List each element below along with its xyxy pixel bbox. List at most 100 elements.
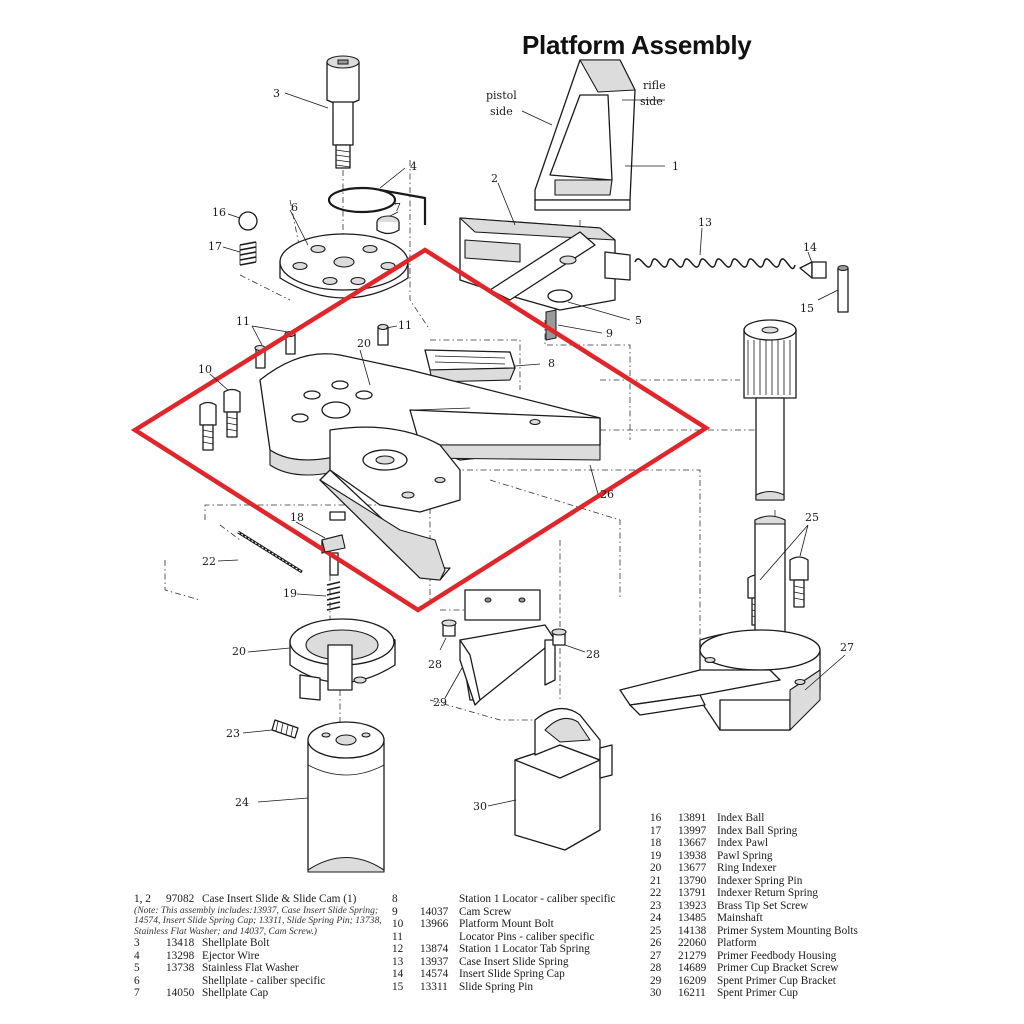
part-description: Locator Pins - caliber specific xyxy=(459,930,595,943)
mainshaft xyxy=(307,721,385,873)
part-item-number: 25 xyxy=(650,924,662,937)
part-item-number: 23 xyxy=(650,899,662,912)
part-description: Platform xyxy=(717,937,757,949)
part-item-number: 4 xyxy=(134,949,140,962)
part-description: Spent Primer Cup xyxy=(717,987,798,999)
case-insert-slide-spring xyxy=(634,258,796,270)
side-labels: pistol side rifle side xyxy=(486,79,666,118)
part-item-number: 19 xyxy=(650,849,662,862)
callout-26: 26 xyxy=(600,488,614,501)
case-insert-slide xyxy=(534,59,636,211)
part-number: 13923 xyxy=(678,899,707,912)
callout-4: 4 xyxy=(410,160,417,173)
callout-16: 16 xyxy=(212,206,226,219)
part-description: Mainshaft xyxy=(717,912,763,924)
callout-11a: 11 xyxy=(236,315,250,328)
part-number: 14574 xyxy=(420,968,449,980)
callout-30: 30 xyxy=(473,800,487,813)
part-number: 14037 xyxy=(420,905,449,918)
parts-list-left: 1, 2 97082 Case Insert Slide & Slide Cam (… xyxy=(134,893,384,1000)
callout-1: 1 xyxy=(672,160,679,173)
callout-22: 22 xyxy=(202,555,216,568)
parts-row: 24 13485 Mainshaft xyxy=(650,912,980,925)
part-number: 13891 xyxy=(678,812,707,824)
callout-9: 9 xyxy=(606,327,613,340)
part-item-number: 8 xyxy=(392,893,398,905)
part-description: Shellplate Bolt xyxy=(202,937,270,950)
part-number: 13738 xyxy=(166,962,195,975)
part-number: 13667 xyxy=(678,837,707,849)
callout-29: 29 xyxy=(433,696,447,709)
stainless-flat-washer xyxy=(547,289,573,303)
part-item-number: 1, 2 xyxy=(134,893,151,905)
part-description: Station 1 Locator - caliber specific xyxy=(459,893,616,905)
callout-19: 19 xyxy=(283,587,297,600)
part-item-number: 24 xyxy=(650,912,662,924)
part-description: Primer System Mounting Bolts xyxy=(717,924,858,937)
part-number: 13485 xyxy=(678,912,707,924)
part-item-number: 29 xyxy=(650,974,662,987)
part-description: Case Insert Slide & Slide Cam (1) xyxy=(202,893,357,905)
part-description: Pawl Spring xyxy=(717,849,773,862)
station-1-locator xyxy=(424,349,516,383)
highlight-outline xyxy=(130,247,711,613)
index-pawl xyxy=(321,534,346,553)
pistol-side-label-1: pistol xyxy=(486,89,517,102)
part-description: Primer Cup Bracket Screw xyxy=(717,962,839,974)
callout-23: 23 xyxy=(226,727,240,740)
part-item-number: 17 xyxy=(650,824,662,837)
brass-tip-set-screw xyxy=(271,719,299,739)
slide-spring-pin xyxy=(837,265,849,313)
part-description: Stainless Flat Washer xyxy=(202,962,299,975)
part-description: Slide Spring Pin xyxy=(459,980,534,993)
part-description: Cam Screw xyxy=(459,905,512,918)
part-number: 16211 xyxy=(678,987,706,999)
part-description: Indexer Return Spring xyxy=(717,887,819,899)
insert-slide-spring-cap xyxy=(799,261,827,279)
part-item-number: 21 xyxy=(650,874,662,887)
callout-10: 10 xyxy=(198,363,212,376)
callout-2: 2 xyxy=(491,172,498,185)
parts-row: 5 13738 Stainless Flat Washer xyxy=(134,962,384,975)
page-title: Platform Assembly xyxy=(522,30,752,60)
index-ball xyxy=(238,211,258,231)
callout-15: 15 xyxy=(800,302,814,315)
callout-17: 17 xyxy=(208,240,222,253)
part-item-number: 3 xyxy=(134,937,140,950)
part-description: Station 1 Locator Tab Spring xyxy=(459,943,590,955)
callout-24: 24 xyxy=(235,796,249,809)
part-item-number: 14 xyxy=(392,968,404,980)
pawl-spring xyxy=(326,581,341,611)
part-number: 97082 xyxy=(166,893,195,905)
part-item-number: 5 xyxy=(134,962,140,975)
part-item-number: 15 xyxy=(392,980,404,993)
platform-mount-bolts xyxy=(199,388,241,451)
ejector-wire xyxy=(327,186,427,225)
part-item-number: 27 xyxy=(650,949,662,962)
rifle-side-label-2: side xyxy=(640,95,663,108)
shellplate xyxy=(279,233,409,299)
part-number: 13790 xyxy=(678,874,707,887)
callout-6: 6 xyxy=(291,201,298,214)
callout-14: 14 xyxy=(803,241,817,254)
part-item-number: 13 xyxy=(392,955,404,968)
primer-feedbody-housing xyxy=(619,515,821,731)
part-description: Index Pawl xyxy=(717,837,769,849)
callout-21: 20 xyxy=(357,337,371,350)
parts-row: 1, 2 97082 Case Insert Slide & Slide Cam (… xyxy=(134,893,384,906)
